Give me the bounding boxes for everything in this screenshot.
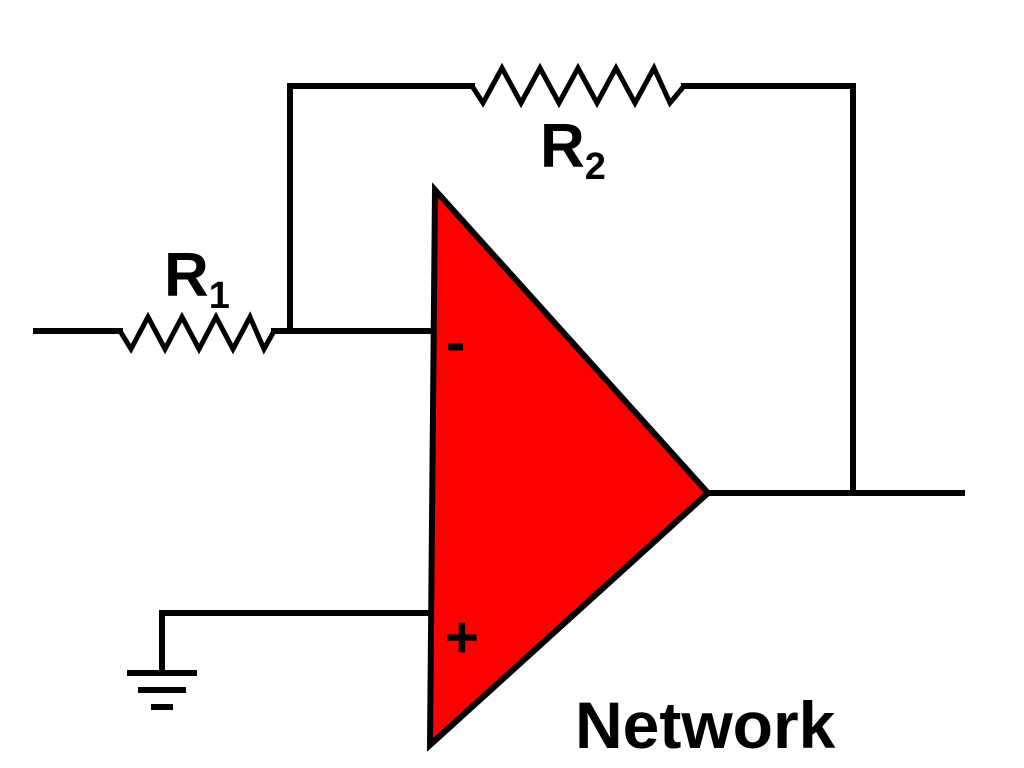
resistor-r1-label: R1: [164, 241, 230, 317]
network-caption: Network: [575, 688, 836, 762]
inverting-input-symbol: -: [446, 310, 465, 375]
resistor-r2-label: R2: [540, 112, 606, 188]
resistor-r2-symbol: [469, 62, 686, 109]
ground-icon: [127, 670, 197, 710]
feedback-wire-right: [681, 83, 856, 496]
noninverting-input-wire: [159, 610, 431, 675]
opamp-triangle: [426, 182, 713, 752]
resistor-r1-symbol: [117, 311, 277, 355]
feedback-wire-left: [287, 83, 475, 334]
noninverting-input-symbol: +: [445, 605, 479, 670]
